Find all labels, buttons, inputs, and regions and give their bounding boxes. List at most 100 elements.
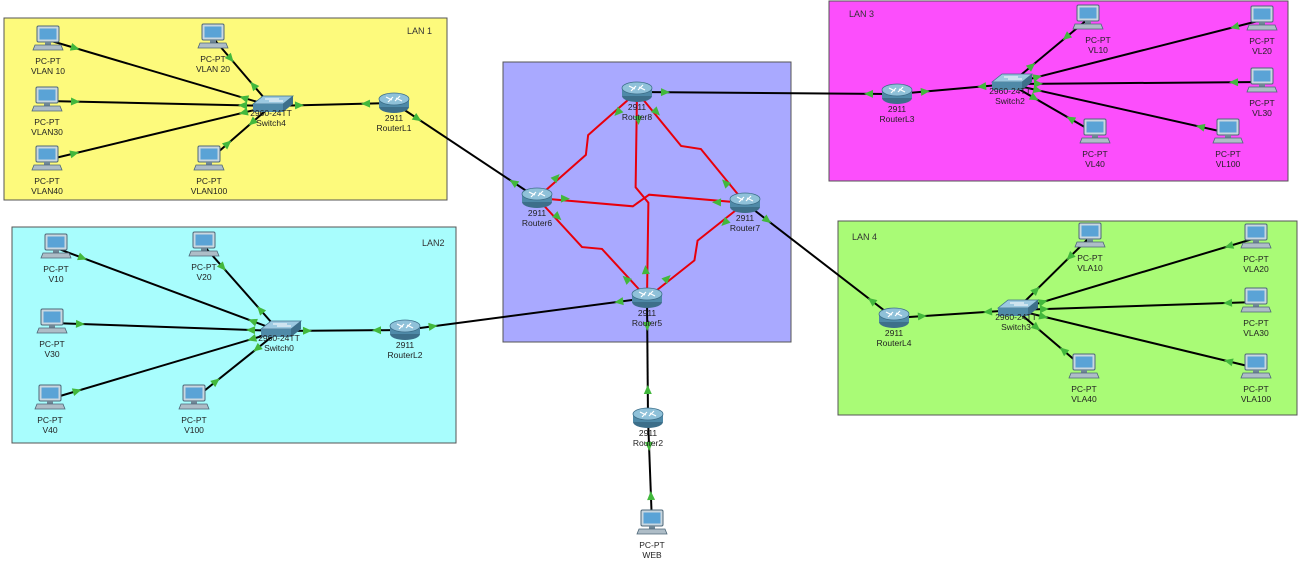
link-switch2-pc_vl10[interactable] (1009, 18, 1089, 85)
pc-icon[interactable] (1212, 118, 1244, 144)
link-switch2-pc_vl20[interactable] (1009, 19, 1263, 85)
pc-icon[interactable] (34, 384, 66, 410)
link-switch3-pc_vla100[interactable] (1015, 309, 1257, 369)
link-switch2-pc_vl40[interactable] (1009, 83, 1096, 134)
device-label: 2960-24TT (989, 86, 1031, 96)
link-pc_v100-switch0[interactable] (193, 330, 280, 400)
router-icon[interactable] (389, 319, 421, 340)
pc-stand (53, 250, 59, 253)
pc-icon[interactable] (188, 231, 220, 257)
switch-icon[interactable] (251, 95, 295, 112)
link-switch4-routerL1[interactable] (270, 102, 395, 107)
router-top (378, 92, 410, 106)
link-router5-router2[interactable] (646, 297, 649, 419)
pc-icon[interactable] (36, 308, 68, 334)
port-status-up-icon (1038, 311, 1049, 320)
pc-icon[interactable] (1072, 4, 1104, 30)
switch-icon[interactable] (990, 73, 1034, 90)
pc-keyboard (1240, 372, 1272, 379)
link-router8-routerL3[interactable] (636, 91, 898, 95)
pc-keyboard (1072, 23, 1104, 30)
pc-icon[interactable] (1246, 67, 1278, 93)
device-label: RouterL2 (388, 350, 423, 360)
link-switch0-routerL2[interactable] (278, 329, 406, 332)
switch-icon[interactable] (259, 320, 303, 337)
link-pc_v20-switch0[interactable] (203, 245, 280, 332)
router-icon[interactable] (878, 307, 910, 328)
port-status-up-icon (246, 326, 256, 335)
pc-icon[interactable] (1074, 222, 1106, 248)
pc-icon[interactable] (1246, 5, 1278, 31)
link-router8-router7[interactable] (636, 91, 746, 204)
router-icon[interactable] (729, 192, 761, 213)
device-label: 2960-24TT (250, 108, 292, 118)
pc-stand (1253, 304, 1259, 307)
link-switch3-pc_vla20[interactable] (1015, 237, 1257, 311)
link-pc_vlan40-switch4[interactable] (46, 105, 272, 161)
pc-icon[interactable] (1240, 287, 1272, 313)
device-label: Switch3 (1001, 322, 1031, 332)
pc-icon[interactable] (178, 384, 210, 410)
device-label: PC-PT (1249, 98, 1275, 108)
pc-icon[interactable] (1079, 118, 1111, 144)
pc-stand (1225, 135, 1231, 138)
router-icon[interactable] (631, 287, 663, 308)
pc-icon[interactable] (1240, 223, 1272, 249)
pc-icon[interactable] (193, 145, 225, 171)
router-icon[interactable] (521, 187, 553, 208)
port-status-up-icon (70, 97, 80, 106)
link-pc_vlan10-switch4[interactable] (47, 39, 272, 107)
pc-icon[interactable] (1068, 353, 1100, 379)
link-pc_v40-switch0[interactable] (49, 330, 280, 400)
pc-screen (43, 311, 61, 323)
pc-icon[interactable] (40, 233, 72, 259)
router-icon[interactable] (621, 81, 653, 102)
port-status-up-icon (644, 441, 653, 451)
link-router8-router5[interactable] (634, 91, 650, 299)
link-router6-router5[interactable] (536, 197, 648, 299)
zone-lan4-label: LAN 4 (852, 232, 877, 242)
port-status-up-icon (1032, 74, 1042, 82)
port-status-up-icon (647, 491, 656, 501)
device-label: PC-PT (1082, 149, 1108, 159)
router-arrows (396, 322, 414, 330)
link-routerL2-router5[interactable] (404, 297, 648, 331)
link-switch3-pc_vla30[interactable] (1015, 301, 1257, 311)
switch-icon[interactable] (996, 299, 1040, 316)
link-pc_v10-switch0[interactable] (55, 247, 280, 332)
pc-icon[interactable] (31, 145, 63, 171)
port-status-up-icon (977, 82, 987, 91)
pc-stand (1259, 84, 1265, 87)
pc-icon[interactable] (32, 25, 64, 51)
device-label: VL100 (1216, 159, 1241, 169)
link-router7-router5[interactable] (646, 202, 746, 299)
port-status-up-icon (550, 173, 560, 184)
link-router6-router7[interactable] (536, 193, 746, 208)
port-status-up-icon (864, 89, 874, 98)
port-status-up-icon (661, 275, 671, 285)
pc-icon[interactable] (636, 509, 668, 535)
device-label: Switch4 (256, 118, 286, 128)
link-pc_vlan30-switch4[interactable] (46, 100, 272, 107)
link-pc_vlan20-switch4[interactable] (212, 37, 272, 107)
port-status-up-icon (372, 326, 382, 335)
link-switch3-pc_vla10[interactable] (1015, 236, 1091, 311)
router-arrows (736, 195, 754, 203)
device-label: PC-PT (191, 262, 217, 272)
link-pc_v30-switch0[interactable] (51, 322, 280, 332)
link-router2-pc_web[interactable] (647, 417, 653, 525)
link-switch2-pc_vl30[interactable] (1009, 81, 1263, 85)
pc-stand (201, 248, 207, 251)
pc-icon[interactable] (31, 86, 63, 112)
pc-screen (195, 234, 213, 246)
pc-icon[interactable] (197, 23, 229, 49)
link-routerL3-switch2[interactable] (896, 83, 1011, 95)
pc-icon[interactable] (1240, 353, 1272, 379)
link-routerL4-switch3[interactable] (893, 309, 1017, 319)
link-router8-router6[interactable] (536, 91, 638, 199)
device-label: VLAN 20 (196, 64, 230, 74)
router-icon[interactable] (378, 92, 410, 113)
link-switch2-pc_vl100[interactable] (1009, 83, 1229, 134)
router-icon[interactable] (881, 83, 913, 104)
router-icon[interactable] (632, 407, 664, 428)
